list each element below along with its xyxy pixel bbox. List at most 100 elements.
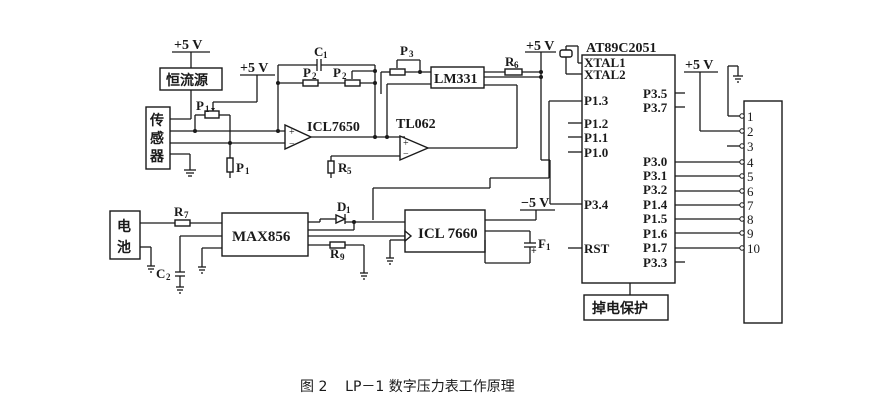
svg-text:1: 1 [546,242,551,252]
svg-text:5: 5 [347,166,352,176]
capacitor-c2: C 2 [156,235,222,294]
svg-text:P3.0: P3.0 [643,154,667,169]
svg-text:7: 7 [184,210,189,220]
svg-text:XTAL2: XTAL2 [584,67,626,82]
svg-text:P1.5: P1.5 [643,211,668,226]
connector-pin-8 [739,216,745,222]
plus5v-supply-3: +5 V [525,39,556,54]
svg-text:5: 5 [747,169,754,184]
connector-pin-4 [739,159,745,165]
resistor-r9: R 9 [329,241,346,262]
svg-text:C: C [314,44,323,59]
icl7660-label: ICL 7660 [418,226,478,242]
capacitor-c1: C 1 [314,44,328,71]
svg-text:P: P [400,43,408,58]
svg-text:2: 2 [747,124,754,139]
mcu-at89c2051: AT89C2051 XTAL1 XTAL2 P1.3 P1.2 P1.1 P1.… [581,41,676,284]
power-fail-protection-block: 掉电保护 [583,294,669,321]
svg-text:+: + [531,246,537,257]
plus5v-label: +5 V [174,38,202,53]
svg-text:P1.2: P1.2 [584,116,608,131]
svg-text:P3.2: P3.2 [643,182,667,197]
capacitor-f1: + F 1 [484,230,551,264]
svg-text:3: 3 [747,139,754,154]
svg-text:+: + [289,127,295,138]
mcu-label: AT89C2051 [586,41,657,56]
svg-text:P1.7: P1.7 [643,240,668,255]
lm331-block: LM331 [430,66,485,89]
svg-text:10: 10 [747,241,760,256]
svg-text:F: F [538,236,546,251]
connector-pin-2 [739,128,745,134]
svg-text:P3.5: P3.5 [643,86,668,101]
svg-text:P1.0: P1.0 [584,145,608,160]
resistor-r7: R 7 [174,204,191,227]
sensor-label-3: 器 [149,149,165,165]
svg-text:+5 V: +5 V [526,39,554,54]
max856-label: MAX856 [232,229,291,245]
ground-icon [386,257,394,265]
ground-icon [728,65,743,83]
svg-text:8: 8 [747,212,754,227]
plus5v-supply-4: +5 V [684,58,740,132]
power-fail-label: 掉电保护 [592,300,648,317]
connector-pin-9 [739,230,745,236]
svg-text:R: R [505,54,515,69]
svg-text:−5 V: −5 V [521,196,549,211]
potentiometer-p3: P 3 [389,43,431,76]
plus5v-supply-2: +5 V [213,61,275,103]
opamp-icl7650: + − ICL7650 [284,120,360,151]
svg-text:R: R [338,160,348,175]
ground-icon [184,169,196,177]
svg-text:P3.1: P3.1 [643,168,667,183]
svg-text:P: P [333,65,341,80]
svg-text:池: 池 [117,239,131,256]
sensor-block: 传 感 器 [145,106,171,170]
svg-text:P1.4: P1.4 [643,197,668,212]
svg-text:R: R [174,204,184,219]
tl062-label: TL062 [396,117,436,132]
ground-icon [360,272,368,280]
svg-text:6: 6 [747,184,754,199]
opamp-tl062: + − TL062 [396,117,436,162]
svg-text:2: 2 [166,272,171,282]
max856-block: MAX856 [221,212,309,257]
svg-text:P3.3: P3.3 [643,255,668,270]
svg-text:C: C [156,266,165,281]
potentiometer-p2b: P 2 [333,65,375,87]
icl7650-label: ICL7650 [307,120,360,135]
svg-text:P3.7: P3.7 [643,100,668,115]
ground-icon [198,266,206,274]
svg-text:P: P [196,98,204,113]
potentiometer-p1: P 1 [194,98,231,143]
sensor-label-2: 感 [150,130,164,147]
svg-text:9: 9 [747,226,754,241]
svg-text:P3.4: P3.4 [584,197,609,212]
svg-text:P1.1: P1.1 [584,130,608,145]
figure-caption: 图 2 LP－1 数字压力表工作原理 [300,379,515,395]
svg-text:P: P [303,65,311,80]
resistor-r5: R 5 [327,160,352,178]
svg-text:+5 V: +5 V [240,61,268,76]
svg-text:+5 V: +5 V [685,58,713,73]
svg-text:2: 2 [312,71,317,81]
svg-text:P1.6: P1.6 [643,226,668,241]
svg-text:电: 电 [117,218,131,235]
svg-text:P: P [236,160,244,175]
ground-icon [147,265,155,273]
connector-pin-1 [739,113,745,119]
battery-block: 电 池 [109,210,141,260]
svg-text:1: 1 [346,205,351,215]
svg-text:1: 1 [245,166,250,176]
resistor-p1: P 1 [226,143,250,178]
svg-text:6: 6 [514,60,519,70]
icl7660-block: ICL 7660 [404,209,486,253]
svg-text:4: 4 [747,155,754,170]
lcd-connector [743,100,783,324]
svg-text:R: R [330,246,340,261]
connector-pin-3 [739,143,745,149]
svg-text:−: − [289,139,295,150]
connector-pin-7 [739,202,745,208]
svg-text:XTAL1: XTAL1 [584,55,626,70]
svg-text:3: 3 [409,49,414,59]
